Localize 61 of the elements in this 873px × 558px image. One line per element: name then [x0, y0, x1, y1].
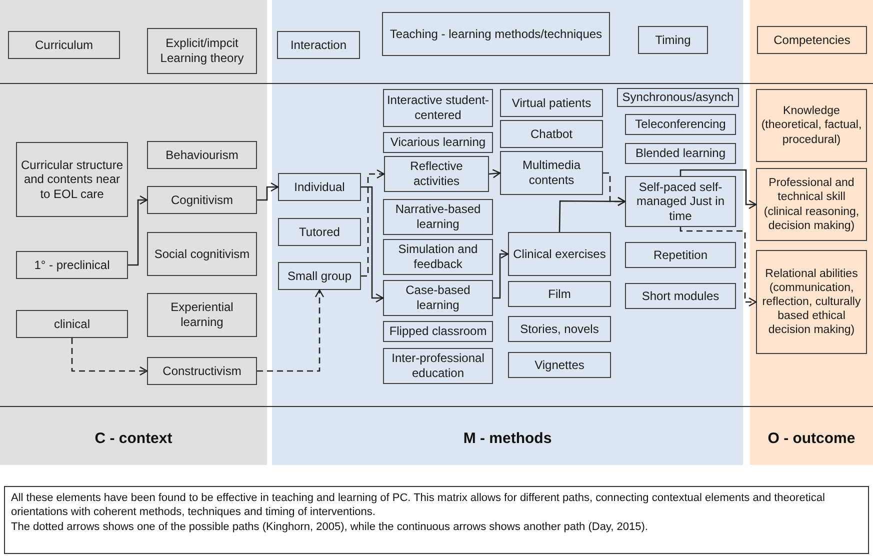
concept-box: Interactive student-centered	[383, 89, 493, 127]
concept-box: Blended learning	[625, 143, 736, 164]
concept-box: Cognitivism	[147, 186, 257, 214]
arrow	[603, 172, 626, 206]
concept-box: Self-paced self-managed Just in time	[625, 176, 736, 227]
concept-box: Experiential learning	[147, 293, 257, 337]
arrow	[488, 169, 501, 178]
concept-box: Social cognitivism	[147, 232, 257, 276]
concept-box: Constructivism	[147, 357, 257, 385]
column-panel	[272, 0, 743, 465]
concept-box: Curriculum	[8, 31, 120, 59]
concept-box: Curricular structure and contents near to EOL care	[16, 142, 128, 217]
column-label: O - outcome	[766, 430, 856, 447]
concept-box: Teaching - learning methods/techniques	[382, 12, 610, 56]
concept-box: Flipped classroom	[383, 321, 493, 342]
concept-box: Simulation and feedback	[383, 239, 493, 275]
arrow	[361, 186, 384, 303]
note-text: The dotted arrows shows one of the possible paths (Kinghorn, 2005), while the continuous arrows shows another path (Day, 2015).	[11, 520, 649, 534]
concept-box: Competencies	[757, 26, 867, 54]
concept-box: Film	[508, 281, 611, 307]
arrow	[680, 169, 757, 210]
concept-box: Behaviourism	[147, 141, 257, 169]
arrow	[361, 169, 385, 277]
concept-box: Chatbot	[500, 120, 603, 148]
concept-box: 1° - preclinical	[16, 251, 128, 279]
concept-box: Timing	[638, 26, 708, 54]
concept-box: Tutored	[278, 218, 361, 246]
column-panel	[750, 0, 873, 465]
concept-box: Individual	[278, 173, 361, 201]
concept-box: Case-based learning	[383, 280, 493, 316]
concept-box: Inter-professional education	[383, 348, 493, 384]
note-text: All these elements have been found to be effective in teaching and learning of PC. This matrix allows for different paths, connecting contextual elements and theoretical orientations with coherent methods, techniques and timing of interventions.	[11, 491, 826, 520]
note-box	[4, 486, 869, 554]
arrow	[680, 227, 757, 307]
concept-box: Short modules	[625, 283, 736, 309]
concept-box: clinical	[16, 310, 128, 338]
concept-box: Teleconferencing	[625, 114, 736, 135]
concept-box: Virtual patients	[500, 89, 603, 117]
column-panel	[0, 0, 267, 465]
concept-box: Explicit/impcit Learning theory	[147, 28, 257, 74]
arrow	[493, 249, 509, 299]
column-label: C - context	[94, 430, 174, 447]
concept-box: Synchronous/asynch	[617, 88, 739, 107]
concept-box: Clinical exercises	[508, 232, 611, 276]
concept-box: Small group	[278, 262, 361, 290]
arrow	[128, 195, 148, 266]
concept-box: Reflective activities	[384, 156, 489, 192]
column-label: M - methods	[462, 430, 553, 447]
concept-box: Interaction	[277, 31, 360, 59]
concept-box: Repetition	[625, 242, 736, 268]
concept-box: Stories, novels	[508, 316, 611, 342]
concept-box: Multimedia contents	[500, 151, 603, 195]
concept-box: Professional and technical skill (clinical reasoning, decision making)	[756, 168, 867, 241]
concept-box: Relational abilities (communication, reflection, culturally based ethical decision making)	[756, 250, 867, 354]
concept-box: Knowledge (theoretical, factual, procedural)	[756, 89, 867, 162]
concept-box: Narrative-based learning	[383, 199, 493, 235]
arrow	[257, 182, 279, 201]
arrow	[257, 289, 324, 372]
concept-box: Vignettes	[508, 352, 611, 378]
concept-box: Vicarious learning	[383, 132, 493, 153]
arrow	[71, 338, 148, 376]
